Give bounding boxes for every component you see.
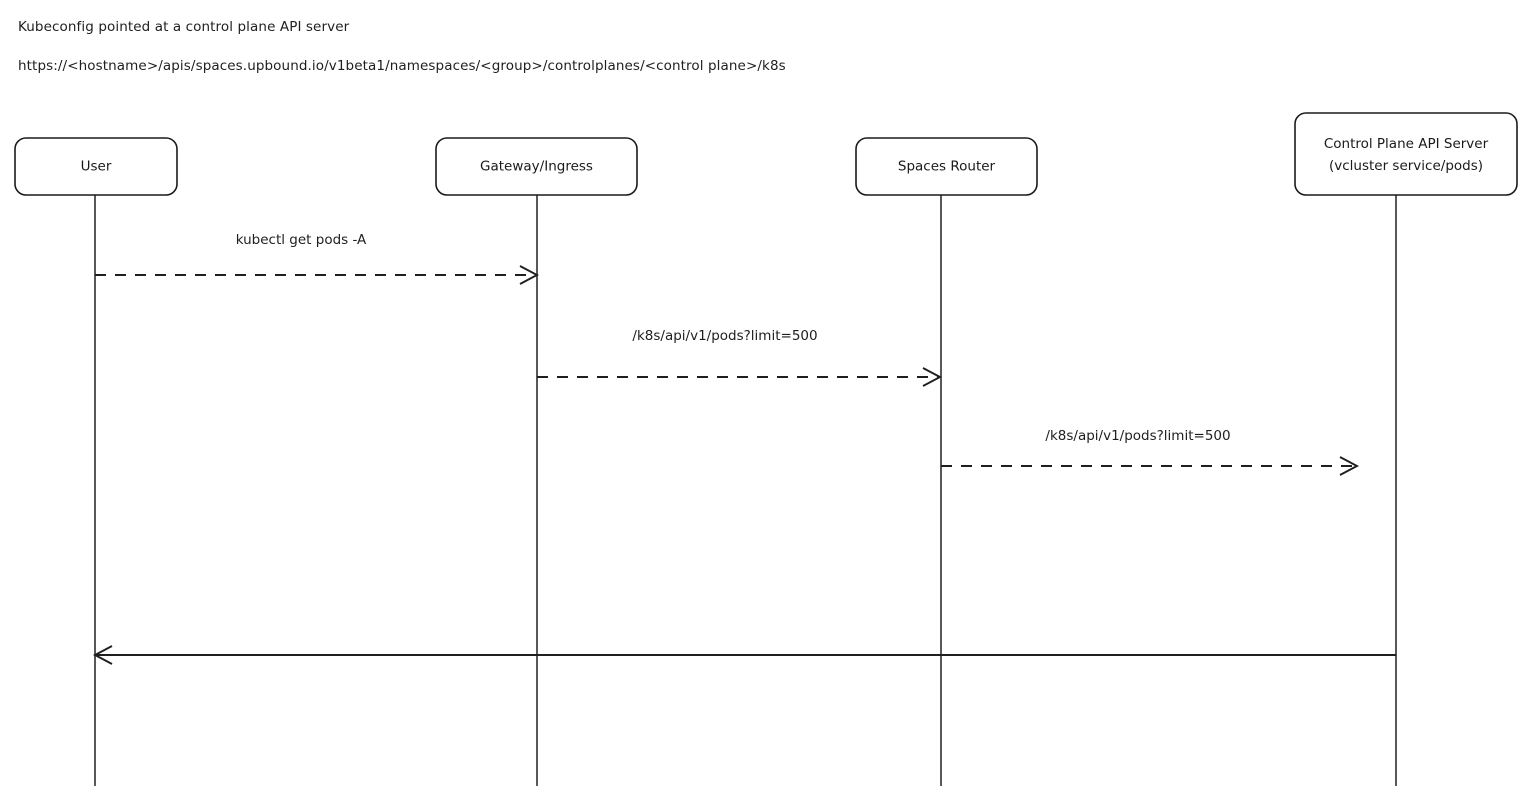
message-msg-2[interactable]: /k8s/api/v1/pods?limit=500 — [537, 328, 943, 387]
participant-box-gateway — [435, 137, 638, 196]
participant-label-control-plane-api-server: Control Plane API Server — [1324, 136, 1489, 152]
actors-layer: User Gateway/Ingress Spaces Router Control … — [14, 112, 1518, 196]
message-label-msg-1: kubectl get pods -A — [236, 232, 367, 248]
participant-box-user — [14, 137, 178, 196]
message-msg-3[interactable]: /k8s/api/v1/pods?limit=500 — [941, 428, 1360, 476]
participant-label-user: User — [81, 159, 112, 175]
message-label-msg-3: /k8s/api/v1/pods?limit=500 — [1045, 428, 1230, 444]
participant-spaces-router[interactable]: Spaces Router — [855, 137, 1038, 196]
message-arrowhead-msg-4 — [92, 645, 113, 665]
message-arrowhead-msg-1 — [519, 265, 540, 285]
header-title: Kubeconfig pointed at a control plane AP… — [18, 19, 350, 35]
participant-label-spaces-router: Spaces Router — [898, 159, 996, 175]
message-msg-4[interactable] — [92, 645, 1396, 665]
participant-label-gateway: Gateway/Ingress — [480, 159, 593, 175]
messages-layer: kubectl get pods -A/k8s/api/v1/pods?limi… — [92, 232, 1396, 665]
participant-box-spaces-router — [855, 137, 1038, 196]
message-label-msg-2: /k8s/api/v1/pods?limit=500 — [632, 328, 817, 344]
message-arrowhead-msg-3 — [1339, 456, 1360, 476]
participant-user[interactable]: User — [14, 137, 178, 196]
lifelines-layer — [94, 195, 1397, 786]
participant-sublabel-control-plane-api-server: (vcluster service/pods) — [1329, 158, 1483, 174]
message-msg-1[interactable]: kubectl get pods -A — [95, 232, 540, 285]
message-arrowhead-msg-2 — [922, 367, 943, 387]
participant-gateway[interactable]: Gateway/Ingress — [435, 137, 638, 196]
participant-control-plane-api-server[interactable]: Control Plane API Server (vcluster servic… — [1294, 112, 1518, 196]
header-url-text: https://<hostname>/apis/spaces.upbound.i… — [18, 58, 786, 74]
participant-box-control-plane-api-server — [1294, 112, 1518, 196]
